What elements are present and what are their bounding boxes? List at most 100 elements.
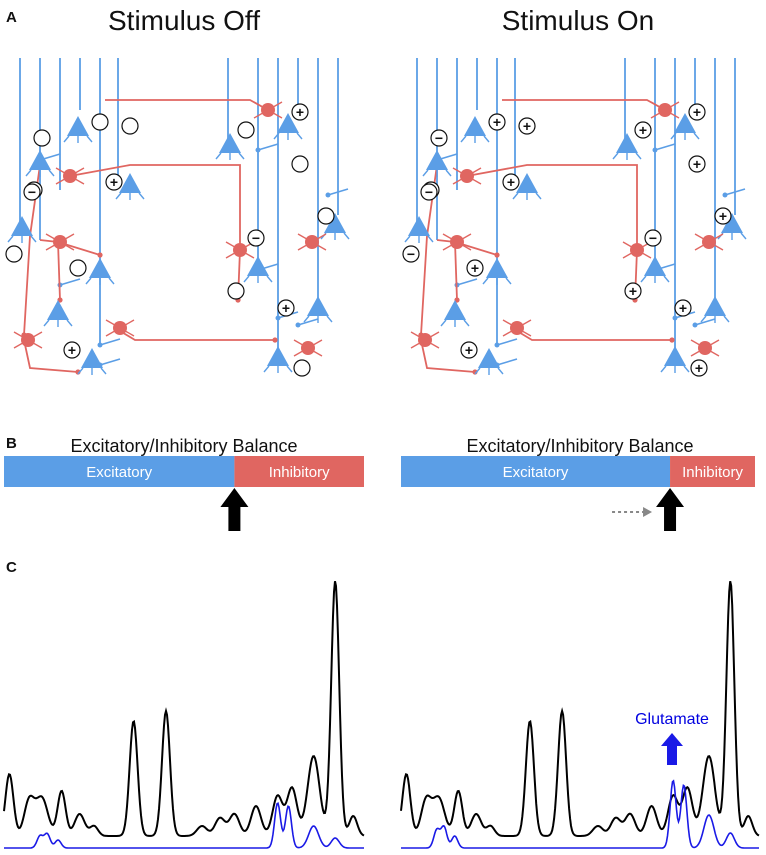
inhibitory-axon <box>23 339 79 373</box>
blue-trace <box>401 779 759 849</box>
excitatory-segment <box>4 456 235 487</box>
inhibitory-axon <box>69 164 241 250</box>
shift-arrowhead-icon <box>643 507 653 517</box>
circle-sign-icon <box>277 299 295 317</box>
circle-sign-icon <box>430 129 448 147</box>
inhibitory-axon <box>454 241 458 301</box>
axon-branch <box>327 188 349 196</box>
sign-symbol: − <box>649 230 657 246</box>
basal-dendrites <box>43 319 73 327</box>
circle-sign-icon <box>121 117 139 135</box>
sign-symbol: + <box>68 342 76 358</box>
sign-symbol: + <box>523 118 531 134</box>
glutamate-annotation: Glutamate <box>635 711 709 765</box>
pyramidal-neuron-icon <box>47 300 69 320</box>
circle-sign-icon <box>105 173 123 191</box>
sign-symbol: + <box>679 300 687 316</box>
pyramidal-neuron-icon <box>704 296 726 316</box>
interneuron-icon <box>702 235 716 249</box>
circle-sign-icon <box>227 282 245 300</box>
sign-symbol: + <box>282 300 290 316</box>
blue-trace <box>4 802 364 849</box>
inhibitory-synapse <box>669 337 675 343</box>
pyramidal-neuron-icon <box>426 150 448 170</box>
interneuron-icon <box>53 235 67 249</box>
sign-symbol: − <box>252 230 260 246</box>
basal-dendrites <box>512 192 542 200</box>
interneuron-icon <box>450 235 464 249</box>
circle-sign-icon <box>460 341 478 359</box>
interneuron-icon <box>510 321 524 335</box>
basal-dendrites <box>482 277 512 285</box>
basal-dendrites <box>440 319 470 327</box>
pyramidal-neuron-icon <box>247 256 269 276</box>
pyramidal-neuron-icon <box>464 116 486 136</box>
basal-dendrites <box>243 275 273 283</box>
pyramidal-neuron-icon <box>664 346 686 366</box>
circle-sign-icon <box>644 229 662 247</box>
inhibitory-axon <box>420 339 476 373</box>
basal-dendrites <box>215 152 245 160</box>
basal-dendrites <box>77 367 107 375</box>
inhibitory-axon <box>105 99 269 111</box>
pyramidal-neuron-icon <box>324 213 346 233</box>
circle-sign-icon <box>293 359 311 377</box>
inhibitory-label: Inhibitory <box>682 464 743 481</box>
basal-dendrites <box>700 315 730 323</box>
panel-label-b: B <box>6 435 17 452</box>
pyramidal-neuron-icon <box>516 173 538 193</box>
basal-dendrites <box>263 365 293 373</box>
synapse-dot <box>275 315 281 321</box>
pyramidal-neuron-icon <box>478 348 500 368</box>
basal-dendrites <box>612 152 642 160</box>
circle-sign-icon <box>634 121 652 139</box>
pyramidal-neuron-icon <box>644 256 666 276</box>
circle-sign-icon <box>237 121 255 139</box>
network-stimulus-on: −+++++++−−+++++−+ <box>402 58 747 377</box>
sign-symbol: − <box>435 130 443 146</box>
sign-symbol: + <box>695 360 703 376</box>
sign-symbol: − <box>425 184 433 200</box>
inhibitory-axon <box>57 241 61 301</box>
synapse-dot <box>97 342 103 348</box>
sign-symbol: − <box>28 184 36 200</box>
black-trace <box>3 580 365 837</box>
axon-branch <box>724 188 746 196</box>
basal-dendrites <box>460 135 490 143</box>
pyramidal-neuron-icon <box>11 216 33 236</box>
circle-sign-icon <box>674 299 692 317</box>
basal-dendrites <box>670 132 700 140</box>
circle-sign-icon <box>291 155 309 173</box>
circle-sign-icon <box>247 229 265 247</box>
circle-sign-icon <box>69 259 87 277</box>
sign-symbol: + <box>471 260 479 276</box>
basal-dendrites <box>7 235 37 243</box>
synapse-dot <box>255 147 261 153</box>
title-stimulus-off: Stimulus Off <box>108 5 260 36</box>
pyramidal-neuron-icon <box>486 258 508 278</box>
pyramidal-neuron-icon <box>674 113 696 133</box>
inhibitory-axon <box>466 164 638 250</box>
basal-dendrites <box>640 275 670 283</box>
circle-sign-icon <box>317 207 335 225</box>
interneuron-icon <box>698 341 712 355</box>
excitatory-label: Excitatory <box>503 464 569 481</box>
basal-dendrites <box>85 277 115 285</box>
glutamate-label: Glutamate <box>635 711 709 728</box>
panel-label-a: A <box>6 9 17 26</box>
circle-sign-icon <box>488 113 506 131</box>
circle-sign-icon <box>420 183 438 201</box>
axon-branch <box>59 278 81 286</box>
circle-sign-icon <box>688 155 706 173</box>
axon-branch <box>496 338 518 346</box>
sign-symbol: + <box>693 104 701 120</box>
basal-dendrites <box>422 169 452 177</box>
trace-stimulus-on <box>400 580 760 849</box>
interneuron-icon <box>630 243 644 257</box>
excitatory-label: Excitatory <box>86 464 152 481</box>
circle-sign-icon <box>690 359 708 377</box>
synapse-dot <box>672 315 678 321</box>
pyramidal-neuron-icon <box>408 216 430 236</box>
basal-dendrites <box>273 132 303 140</box>
